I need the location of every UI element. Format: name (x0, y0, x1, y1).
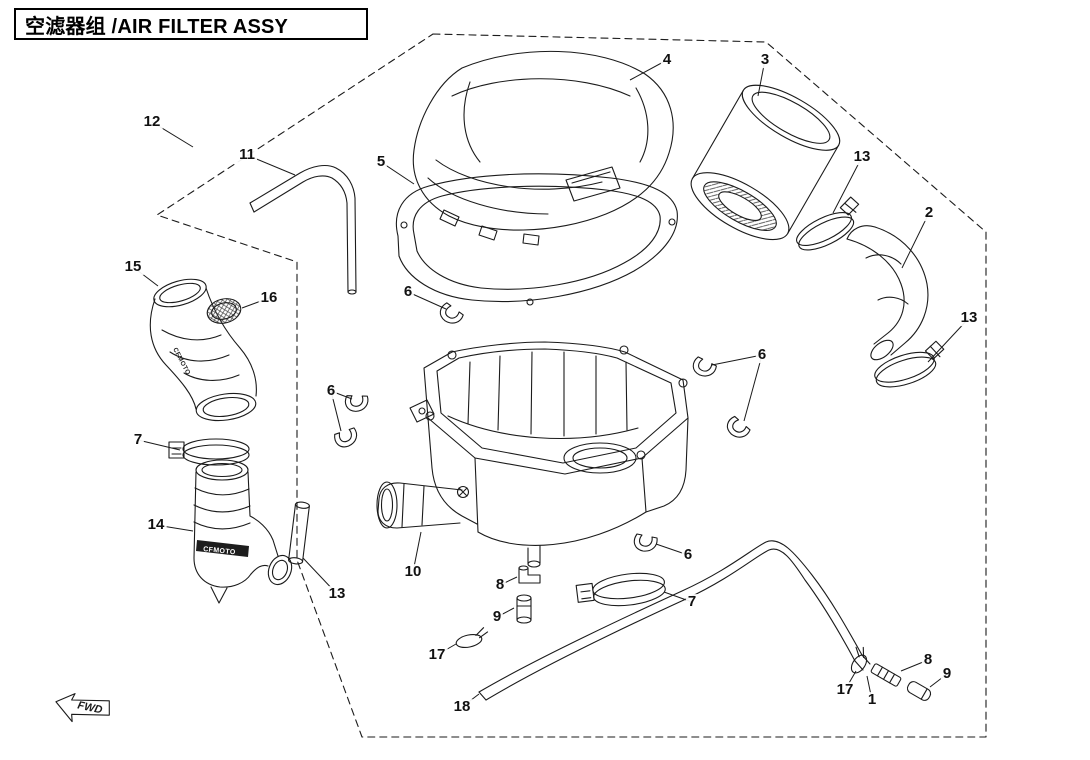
hose-clamp-filter (796, 196, 860, 251)
hose-connector (870, 663, 902, 687)
fwd-direction-label: FWD (76, 700, 103, 717)
hose-end-cap (906, 681, 932, 701)
breather-hose (249, 164, 357, 295)
drain-hose-assembly (478, 540, 871, 701)
hose-clamp-tube (874, 340, 945, 388)
mesh-screen (206, 298, 242, 324)
hose-clamp-drain (575, 572, 666, 607)
small-connector-hose (288, 501, 310, 565)
lower-intake-duct: CFMOTO (193, 459, 293, 604)
hose-clamp-snorkel (168, 438, 250, 466)
retaining-clips (331, 301, 753, 552)
fwd-arrow: FWD (55, 693, 110, 723)
air-filter-cover (412, 50, 674, 246)
title-box: 空滤器组 /AIR FILTER ASSY (14, 8, 368, 40)
page-title: 空滤器组 /AIR FILTER ASSY (25, 15, 289, 38)
part-marking-snorkel: CFMOTO (171, 347, 191, 377)
intake-rubber-tube (846, 225, 929, 361)
drain-fitting-elbow (518, 565, 541, 584)
cover-gasket (395, 173, 678, 306)
centerlines (214, 215, 897, 572)
air-box-body (376, 341, 689, 568)
wire-clamp-drain (455, 627, 489, 649)
assembly-boundary-dashed (156, 33, 987, 738)
air-filter-element (690, 84, 841, 241)
drain-grommet (516, 594, 532, 624)
intake-snorkel: CFMOTO (149, 278, 257, 422)
part-marking-duct: CFMOTO (203, 546, 236, 556)
